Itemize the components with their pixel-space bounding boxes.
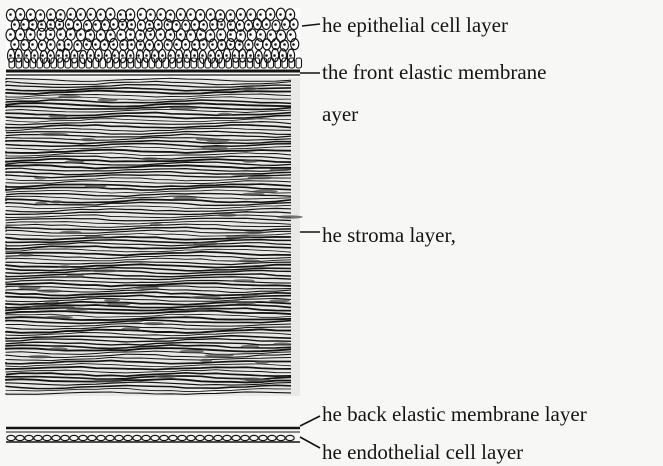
label-epithelial-cell-layer: he epithelial cell layer — [322, 13, 508, 37]
label-back-elastic-membrane: he back elastic membrane layer — [322, 402, 587, 426]
front-elastic-membrane-drawing — [6, 71, 300, 75]
label-front-elastic-membrane-cont: ayer — [322, 102, 358, 126]
label-stroma-layer: he stroma layer, — [322, 223, 456, 247]
back-elastic-membrane-drawing — [6, 428, 300, 432]
endothelial-cell-layer-drawing — [6, 435, 300, 442]
label-endothelial-cell-layer: he endothelial cell layer — [322, 440, 523, 464]
label-leader-lines — [300, 24, 320, 448]
label-front-elastic-membrane: the front elastic membrane — [322, 60, 547, 84]
epithelial-cell-layer-drawing — [6, 8, 302, 70]
stroma-layer-drawing — [6, 78, 303, 396]
